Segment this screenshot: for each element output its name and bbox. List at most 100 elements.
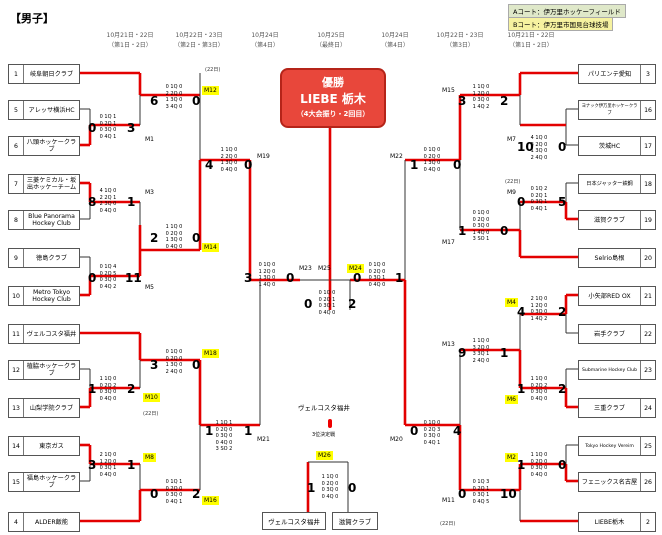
match-label-m13: M13 (442, 341, 455, 348)
match-score: 1 (127, 195, 136, 209)
date-col-5: 10月24日（第4日） (381, 32, 409, 49)
match-label-m26: M26 (316, 451, 333, 460)
match-label-m8: M8 (143, 453, 156, 462)
third-place-left-team[interactable]: ヴェルコスタ福井 (262, 512, 326, 530)
match-label-m20: M20 (390, 436, 403, 443)
legend-court-b: Bコート：伊万里市国見台球技場 (508, 17, 614, 31)
match-score: 0 (558, 140, 567, 154)
match-score: 0 (348, 481, 357, 495)
match-score: 1 (395, 271, 404, 285)
third-place-right-team[interactable]: 滋賀クラブ (332, 512, 378, 530)
match-score: 2 (558, 382, 567, 396)
match-label-m15: M15 (442, 87, 455, 94)
match-score: 2 (150, 231, 159, 245)
match-score: 3 (88, 458, 97, 472)
legend-court-a: Aコート：伊万里ホッケーフィールド (508, 4, 626, 18)
match-score: 1 (307, 481, 316, 495)
day-note: (22日) (205, 67, 221, 73)
match-label-m22: M22 (390, 153, 403, 160)
match-label-m5: M5 (145, 284, 154, 291)
champion-note: （4大会振り・2回目） (296, 110, 370, 118)
match-score: 0 (353, 271, 362, 285)
match-score: 0 (88, 271, 97, 285)
match-label-m2: M2 (505, 453, 518, 462)
match-score: 6 (150, 94, 159, 108)
match-label-m12: M12 (202, 86, 219, 95)
match-label-m21: M21 (257, 436, 270, 443)
match-score: 11 (125, 271, 142, 285)
match-score: 0 (558, 458, 567, 472)
match-score: 4 (453, 424, 462, 438)
match-score: 8 (88, 195, 97, 209)
champion-team: LIEBE 栃木 (300, 92, 366, 106)
match-score: 1 (517, 382, 526, 396)
day-note: (22日) (505, 179, 521, 185)
match-score: 0 (88, 121, 97, 135)
match-label-m10: M10 (143, 393, 160, 402)
match-score: 0 (500, 224, 509, 238)
match-label-m18: M18 (202, 349, 219, 358)
match-score: 0 (150, 487, 159, 501)
match-score: 1 (500, 346, 509, 360)
match-score: 1 (88, 382, 97, 396)
match-score: 1 (244, 424, 253, 438)
match-label-m1: M1 (145, 136, 154, 143)
date-header: 10月21日・22日（第1日・2日） 10月22日・23日（第2日・第3日） 1… (0, 31, 662, 59)
match-label-m14: M14 (202, 243, 219, 252)
match-label-m4: M4 (505, 298, 518, 307)
match-label-m17: M17 (442, 239, 455, 246)
match-score: 0 (410, 424, 419, 438)
match-label-m3: M3 (145, 189, 154, 196)
match-score: 0 (286, 271, 295, 285)
match-score: 1 (127, 458, 136, 472)
match-label-m23: M23 (299, 265, 312, 272)
match-label-m19: M19 (257, 153, 270, 160)
match-score: 1 (410, 158, 419, 172)
match-score: 0 (192, 231, 201, 245)
match-score: 2 (127, 382, 136, 396)
match-score: 4 (205, 158, 214, 172)
